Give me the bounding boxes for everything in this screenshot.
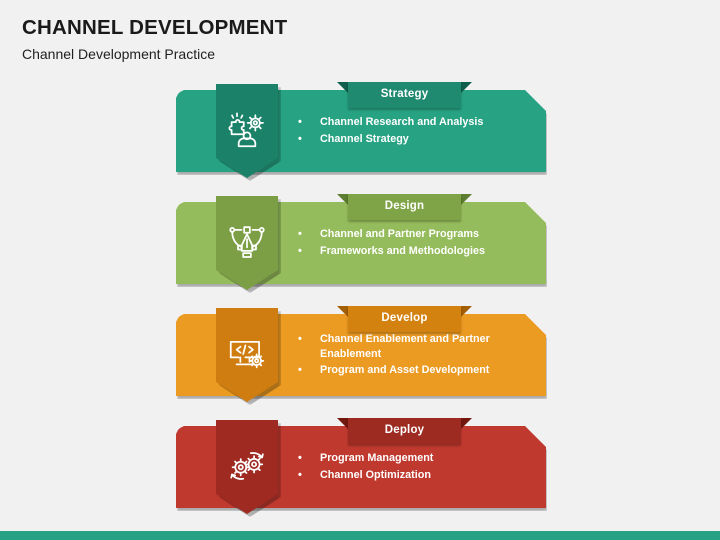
ribbon-fold-left	[337, 194, 348, 205]
process-row-strategy: Strategy • Channel Research and Analysis • C…	[176, 82, 547, 181]
list-item: • Channel Optimization	[296, 468, 534, 483]
bullet-list: • Channel and Partner Programs • Frameworks…	[296, 202, 534, 284]
stage-ribbon: Design	[337, 194, 472, 220]
code-monitor-gear-icon	[227, 334, 267, 374]
ribbon-fold-right	[461, 306, 472, 317]
bullet-marker-icon: •	[298, 452, 302, 465]
ribbon-fold-left	[337, 306, 348, 317]
bullet-marker-icon: •	[298, 333, 302, 346]
bullet-text: Channel Optimization	[320, 469, 431, 482]
bullet-marker-icon: •	[298, 245, 302, 258]
bullet-text: Channel and Partner Programs	[320, 228, 479, 241]
list-item: • Channel and Partner Programs	[296, 227, 534, 242]
icon-badge	[216, 308, 278, 402]
bullet-marker-icon: •	[298, 364, 302, 377]
two-gears-cycle-icon	[227, 446, 267, 486]
bullet-list: • Program Management • Channel Optimization	[296, 426, 534, 508]
bullet-list: • Channel Enablement and Partner Enableme…	[296, 314, 534, 396]
slide-header: CHANNEL DEVELOPMENT Channel Development …	[22, 16, 622, 62]
bullet-text: Channel Strategy	[320, 133, 409, 146]
ribbon-body[interactable]: Design	[348, 194, 461, 220]
bullet-list: • Channel Research and Analysis • Channel S…	[296, 90, 534, 172]
bullet-text: Channel Research and Analysis	[320, 116, 484, 129]
icon-badge	[216, 84, 278, 178]
ribbon-body[interactable]: Deploy	[348, 418, 461, 444]
bullet-marker-icon: •	[298, 133, 302, 146]
process-row-design: Design • Channel and Partner Programs • Fram…	[176, 194, 547, 293]
page-title: CHANNEL DEVELOPMENT	[22, 16, 288, 39]
puzzle-gear-person-icon	[227, 110, 267, 150]
bullet-text: Channel Enablement and Partner Enablemen…	[320, 333, 490, 360]
bullet-text: Frameworks and Methodologies	[320, 245, 485, 258]
bullet-marker-icon: •	[298, 469, 302, 482]
ribbon-fold-left	[337, 82, 348, 93]
list-item: • Channel Strategy	[296, 132, 534, 147]
bullet-marker-icon: •	[298, 116, 302, 129]
ribbon-fold-right	[461, 82, 472, 93]
list-item: • Program and Asset Development	[296, 363, 534, 378]
ribbon-body[interactable]: Develop	[348, 306, 461, 332]
list-item: • Channel Enablement and Partner Enableme…	[296, 332, 534, 361]
page-subtitle: Channel Development Practice	[22, 45, 215, 62]
bottom-accent-bar	[0, 531, 720, 540]
bezier-pen-tool-icon	[227, 222, 267, 262]
stage-ribbon: Strategy	[337, 82, 472, 108]
list-item: • Program Management	[296, 451, 534, 466]
stage-label: Strategy	[380, 88, 429, 101]
bullet-text: Program and Asset Development	[320, 364, 490, 377]
stage-label: Design	[384, 200, 425, 213]
stage-ribbon: Deploy	[337, 418, 472, 444]
list-item: • Channel Research and Analysis	[296, 115, 534, 130]
ribbon-fold-left	[337, 418, 348, 429]
process-row-develop: Develop • Channel Enablement and Partner E…	[176, 306, 547, 405]
bullet-text: Program Management	[320, 452, 434, 465]
stage-label: Deploy	[384, 424, 425, 437]
bullet-marker-icon: •	[298, 228, 302, 241]
ribbon-body[interactable]: Strategy	[348, 82, 461, 108]
ribbon-fold-right	[461, 418, 472, 429]
stage-label: Develop	[381, 312, 428, 325]
icon-badge	[216, 420, 278, 514]
stage-ribbon: Develop	[337, 306, 472, 332]
ribbon-fold-right	[461, 194, 472, 205]
icon-badge	[216, 196, 278, 290]
list-item: • Frameworks and Methodologies	[296, 244, 534, 259]
process-row-deploy: Deploy • Program Management • Channel Optimi…	[176, 418, 547, 517]
